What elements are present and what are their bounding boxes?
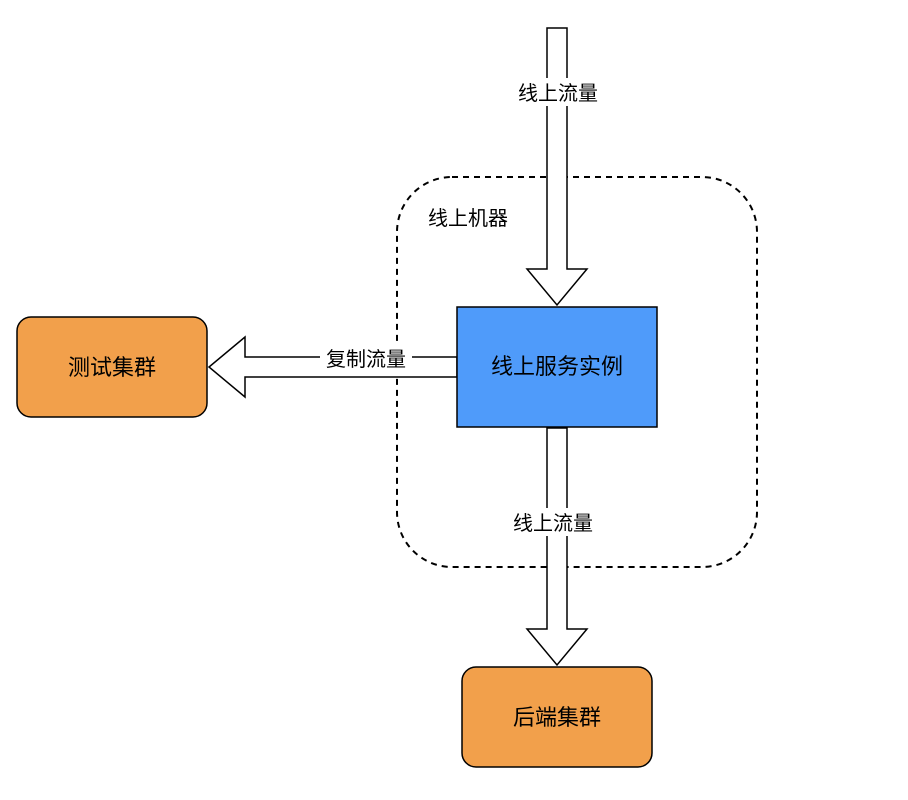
outgoing-traffic-label-bg <box>507 508 599 536</box>
outgoing-traffic-label: 线上流量 <box>513 511 593 535</box>
online-machine-label: 线上机器 <box>428 206 508 230</box>
online-service-label: 线上服务实例 <box>491 355 623 380</box>
backend-cluster-label: 后端集群 <box>513 706 601 731</box>
incoming-traffic-arrow <box>525 27 589 307</box>
online-service-node <box>456 306 658 428</box>
copy-traffic-label-bg <box>320 345 412 371</box>
incoming-traffic-label: 线上流量 <box>518 81 598 105</box>
outgoing-traffic-arrow <box>525 427 589 667</box>
backend-cluster-node <box>461 666 653 768</box>
copy-traffic-label: 复制流量 <box>326 347 406 371</box>
test-cluster-label: 测试集群 <box>68 356 156 381</box>
test-cluster-node <box>16 316 208 418</box>
incoming-traffic-label-bg <box>512 78 604 106</box>
